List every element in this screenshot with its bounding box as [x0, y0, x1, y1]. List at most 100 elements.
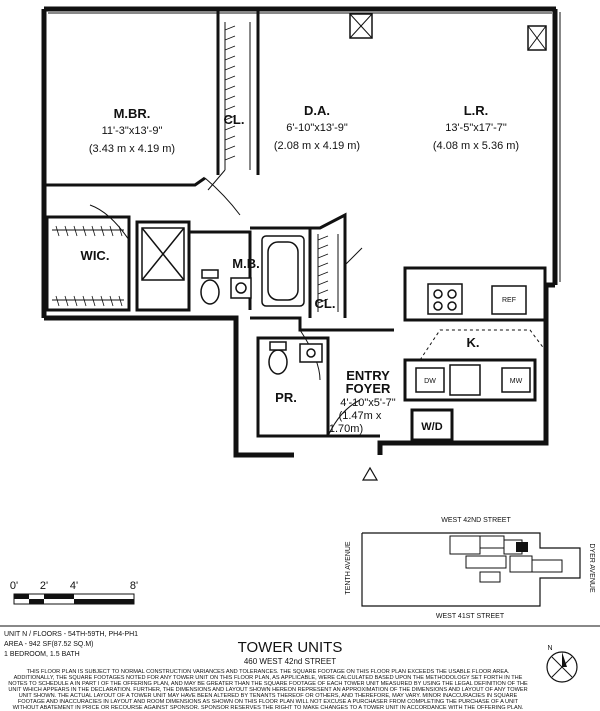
hatch-stroke [317, 253, 329, 259]
keyplan-north-street: WEST 42ND STREET [441, 517, 511, 524]
room-label-foyer: FOYER [346, 381, 391, 396]
disclaimer-line: WITHOUT ABATEMENT IN PRICE OR RECOURSE A… [13, 705, 524, 711]
dw-label: DW [424, 378, 436, 385]
hatch-stroke [91, 295, 96, 307]
hatch-stroke [224, 115, 236, 121]
scale-label-0: 0' [10, 580, 18, 592]
hatch-stroke [55, 225, 60, 237]
hatch-stroke [109, 225, 114, 237]
cooktop [427, 283, 463, 315]
keyplan-east-avenue: DYER AVENUE [588, 543, 595, 593]
hatch-stroke [224, 35, 236, 41]
room-dim-da-m: (2.08 m x 4.19 m) [274, 140, 360, 152]
hatch-stroke [224, 85, 236, 91]
room-label-mbr: M.BR. [114, 106, 151, 121]
doors [89, 169, 363, 437]
scale-label-8: 8' [130, 580, 138, 592]
hatch-stroke [100, 295, 105, 307]
compass-needle-icon [562, 652, 567, 667]
unit-info-line1: UNIT N / FLOORS - 54TH-59TH, PH4-PH1 [4, 631, 138, 638]
plan-title: TOWER UNITS [238, 639, 343, 656]
disclaimer: THIS FLOOR PLAN IS SUBJECT TO NORMAL CON… [8, 669, 528, 711]
room-label-closet-1: CL. [224, 112, 245, 127]
ref-label: REF [502, 297, 516, 304]
disclaimer-line: THIS FLOOR PLAN IS SUBJECT TO NORMAL CON… [27, 669, 510, 675]
room-label-da: D.A. [304, 103, 330, 118]
hatch-stroke [64, 295, 69, 307]
hatch-stroke [82, 225, 87, 237]
keyplan-highlighted-unit [516, 542, 528, 552]
hatch-stroke [73, 295, 78, 307]
compass: N [546, 645, 578, 683]
disclaimer-line: ADDITIONALLY, THE SQUARE FOOTAGES NOTED … [14, 675, 523, 681]
room-dim-da-ft: 6'-10"x13'-9" [286, 122, 348, 134]
hatch-stroke [224, 145, 236, 151]
kitchen-sink [449, 364, 481, 396]
room-dim-lr-m: (4.08 m x 5.36 m) [433, 140, 519, 152]
unit-info-line2: AREA - 942 SF(87.52 SQ.M) [4, 641, 93, 648]
hatch-stroke [224, 155, 236, 161]
room-label-wd: W/D [421, 421, 442, 433]
hatch-stroke [109, 295, 114, 307]
room-dim-entry-m1: (1.47m x [339, 410, 382, 422]
exterior-wall-lower-right [377, 282, 555, 455]
keyplan-south-street: WEST 41ST STREET [436, 613, 505, 620]
window-strip [48, 12, 561, 282]
closet-shelving [52, 22, 339, 312]
keyplan-west-avenue: TENTH AVENUE [345, 541, 352, 594]
entry-marker [361, 466, 379, 481]
hatch-stroke [100, 225, 105, 237]
room-dim-lr-ft: 13'-5"x17'-7" [445, 122, 507, 134]
room-label-lr: L.R. [464, 103, 489, 118]
hatch-stroke [317, 244, 329, 250]
closet-hatching [55, 25, 329, 307]
hatch-stroke [317, 235, 329, 241]
key-plan: WEST 42ND STREET WEST 41ST STREET TENTH … [345, 517, 595, 620]
scale-label-2: 2' [40, 580, 48, 592]
hatch-stroke [224, 135, 236, 141]
hatch-stroke [317, 271, 329, 277]
hatch-stroke [317, 262, 329, 268]
room-label-mb: M.B. [232, 256, 259, 271]
hatch-stroke [224, 105, 236, 111]
hatch-stroke [64, 225, 69, 237]
hatch-stroke [82, 295, 87, 307]
room-label-wic: WIC. [81, 248, 110, 263]
hatch-stroke [91, 225, 96, 237]
powder-toilet [268, 349, 288, 375]
room-label-kitchen: K. [467, 335, 480, 350]
hatch-stroke [224, 95, 236, 101]
unit-info: UNIT N / FLOORS - 54TH-59TH, PH4-PH1 ARE… [4, 631, 138, 658]
fixtures [141, 13, 547, 396]
keyplan-outline [361, 532, 581, 607]
dishwasher [415, 367, 445, 393]
hatch-stroke [224, 55, 236, 61]
bathtub [261, 235, 305, 307]
hatch-stroke [317, 289, 329, 295]
hatch-stroke [224, 65, 236, 71]
exterior-wall-lower-left [44, 315, 294, 458]
hatch-stroke [224, 45, 236, 51]
disclaimer-line: FOOTAGE AND INACCURACIES IN LAYOUT AND R… [18, 699, 519, 705]
room-dim-mbr-ft: 11'-3"x13'-9" [102, 125, 163, 137]
hatch-stroke [317, 298, 329, 304]
unit-info-line3: 1 BEDROOM, 1.5 BATH [4, 651, 80, 658]
hatch-stroke [317, 280, 329, 286]
plan-walls [41, 6, 558, 458]
hatch-stroke [224, 75, 236, 81]
refrigerator [491, 285, 527, 315]
kitchen-dashed-outline [419, 329, 546, 361]
plan-address: 460 WEST 42nd STREET [244, 657, 336, 666]
room-label-entry: ENTRY [346, 368, 390, 383]
room-label-powder: PR. [275, 390, 297, 405]
room-dim-entry-m2: 1.70m) [329, 423, 363, 435]
microwave [501, 367, 531, 393]
toilet [200, 279, 220, 305]
hatch-stroke [118, 295, 123, 307]
keyplan-units [449, 535, 563, 583]
disclaimer-line: NOTES TO SCHEDULE A IN PART I OF THE OFF… [8, 681, 528, 687]
hatch-stroke [55, 295, 60, 307]
scale-bar: 0' 2' 4' 8' [10, 580, 138, 605]
room-label-closet-2: CL. [315, 296, 336, 311]
hatch-stroke [73, 225, 78, 237]
